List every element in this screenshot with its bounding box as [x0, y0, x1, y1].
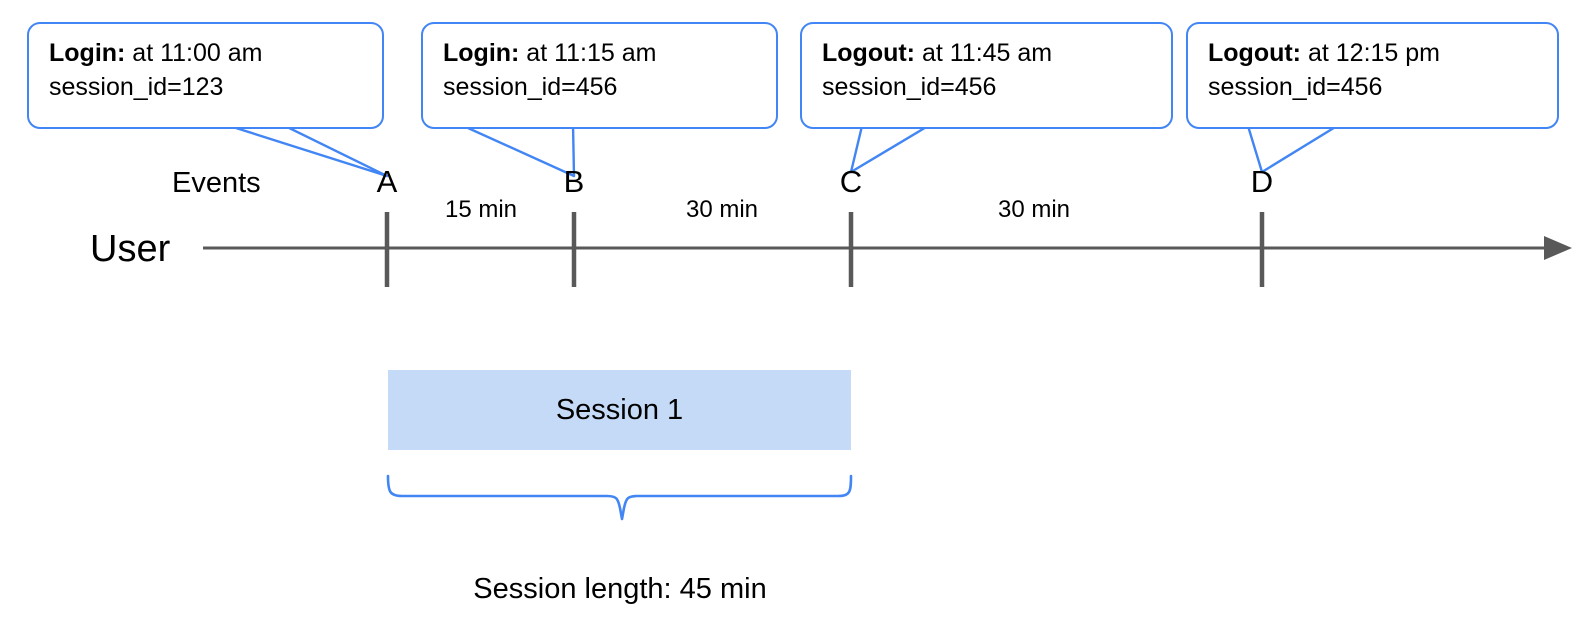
callout-login-1100: Login: at 11:00 am session_id=123: [27, 22, 384, 129]
user-row-label: User: [90, 228, 171, 270]
session-length-label: Session length: 45 min: [473, 573, 767, 605]
session-brace: [386, 474, 853, 521]
callout-line-1: Logout: at 12:15 pm: [1208, 36, 1541, 70]
callout-lead: Login:: [443, 39, 520, 67]
callout-detail: session_id=456: [822, 73, 997, 101]
marker-label-a: A: [376, 164, 398, 199]
callout-lead: Login:: [49, 39, 126, 67]
callout-line-1: Login: at 11:15 am: [443, 36, 760, 70]
callout-login-1115: Login: at 11:15 am session_id=456: [421, 22, 778, 129]
callout-line-1: Logout: at 11:45 am: [822, 36, 1155, 70]
callout-lead: Logout:: [822, 39, 916, 67]
callout-detail: session_id=456: [1208, 73, 1383, 101]
callout-time: at 11:45 am: [915, 39, 1053, 67]
interval-label-c-d: 30 min: [997, 196, 1071, 223]
callout-logout-1215: Logout: at 12:15 pm session_id=456: [1186, 22, 1559, 129]
callout-time: at 12:15 pm: [1301, 39, 1440, 67]
marker-label-d: D: [1250, 164, 1274, 199]
callout-detail: session_id=123: [49, 73, 224, 101]
callout-line-1: Login: at 11:00 am: [49, 36, 366, 70]
session-bar-label: Session 1: [555, 393, 684, 426]
interval-label-b-c: 30 min: [685, 196, 759, 223]
callout-lead: Logout:: [1208, 39, 1302, 67]
marker-label-b: B: [563, 164, 585, 199]
callout-time: at 11:15 am: [519, 39, 657, 67]
callout-logout-1145: Logout: at 11:45 am session_id=456: [800, 22, 1173, 129]
callout-detail: session_id=456: [443, 73, 618, 101]
interval-label-a-b: 15 min: [444, 196, 518, 223]
session-bar: Session 1: [388, 370, 851, 450]
callout-time: at 11:00 am: [125, 39, 263, 67]
marker-label-c: C: [839, 164, 863, 199]
timeline-arrow-icon: [1544, 236, 1572, 260]
